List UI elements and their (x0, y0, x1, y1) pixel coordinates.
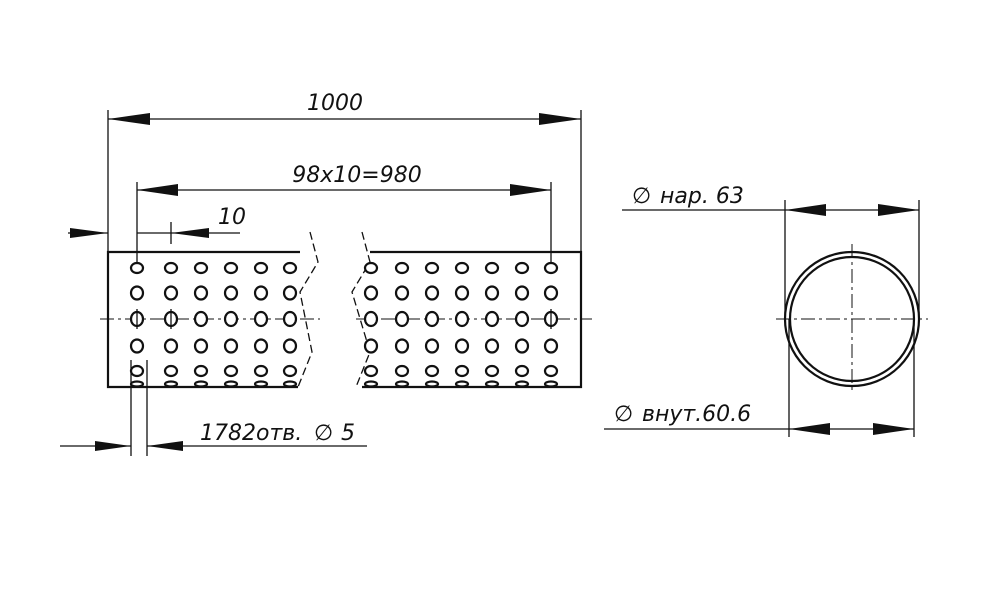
hole (363, 338, 379, 354)
hole (363, 364, 379, 378)
break-line-right (351, 231, 371, 388)
hole (424, 380, 440, 388)
hole-diameter-symbol: ∅ (314, 421, 333, 446)
outer-diameter-label: нар. 63 (660, 184, 744, 209)
hole (193, 338, 209, 354)
hole (424, 310, 440, 328)
break-line-left (297, 231, 319, 388)
edge-offset-dimension: 10 (68, 205, 246, 244)
hole (394, 364, 410, 378)
hole (253, 285, 269, 301)
hole (424, 338, 440, 354)
hole (394, 310, 410, 328)
overall-length-label: 1000 (307, 91, 363, 116)
hole (543, 338, 559, 354)
hole (282, 285, 298, 301)
hole (163, 338, 179, 354)
hole (223, 338, 239, 354)
hole (223, 285, 239, 301)
hole (282, 261, 298, 275)
hole (424, 364, 440, 378)
holes-count-label: 1782отв. (200, 421, 302, 446)
hole (129, 261, 145, 275)
hole (223, 380, 239, 388)
hole (129, 364, 145, 378)
hole-pitch-label: 98x10=980 (292, 163, 421, 188)
holes-note-dimension: 1782отв. ∅ 5 (60, 360, 367, 456)
hole (514, 380, 530, 388)
hole (163, 380, 179, 388)
hole (223, 310, 239, 328)
hole (514, 364, 530, 378)
hole (129, 338, 145, 354)
outer-diameter-symbol: ∅ (632, 184, 651, 209)
hole (454, 285, 470, 301)
edge-offset-label: 10 (218, 205, 246, 230)
pipe-front-view (100, 231, 592, 389)
hole (484, 310, 500, 328)
hole (253, 364, 269, 378)
hole (253, 310, 269, 328)
hole (253, 261, 269, 275)
hole (543, 380, 559, 388)
hole (253, 338, 269, 354)
hole (514, 285, 530, 301)
hole (454, 364, 470, 378)
hole (282, 338, 298, 354)
hole (394, 261, 410, 275)
perforation-holes (129, 261, 559, 388)
hole (394, 338, 410, 354)
hole (193, 310, 209, 328)
hole (394, 285, 410, 301)
hole (514, 338, 530, 354)
hole (424, 285, 440, 301)
hole (543, 364, 559, 378)
hole (514, 261, 530, 275)
hole (253, 380, 269, 388)
hole (193, 261, 209, 275)
hole (394, 380, 410, 388)
hole (484, 285, 500, 301)
hole (363, 285, 379, 301)
hole (282, 310, 298, 328)
hole (363, 380, 379, 388)
hole (129, 380, 145, 388)
hole (282, 364, 298, 378)
hole (484, 261, 500, 275)
outer-diameter-dimension: ∅ нар. 63 (622, 184, 920, 319)
hole (282, 380, 298, 388)
hole (454, 261, 470, 275)
hole (363, 310, 379, 328)
hole (193, 380, 209, 388)
hole-diameter-label: 5 (341, 421, 355, 446)
hole (163, 364, 179, 378)
hole (484, 338, 500, 354)
hole (484, 380, 500, 388)
hole (424, 261, 440, 275)
hole (193, 364, 209, 378)
hole (163, 261, 179, 275)
hole (454, 310, 470, 328)
hole (484, 364, 500, 378)
hole (163, 285, 179, 301)
hole (129, 285, 145, 301)
hole (454, 338, 470, 354)
hole-pitch-dimension: 98x10=980 (136, 163, 552, 262)
hole (543, 261, 559, 275)
hole (543, 285, 559, 301)
inner-diameter-label: внут.60.6 (642, 402, 751, 427)
overall-length-dimension: 1000 (107, 91, 582, 252)
inner-diameter-dimension: ∅ внут.60.6 (604, 319, 915, 437)
hole (514, 310, 530, 328)
pipe-cross-section (776, 244, 928, 394)
inner-diameter-symbol: ∅ (614, 402, 633, 427)
hole (223, 364, 239, 378)
hole (454, 380, 470, 388)
hole (363, 261, 379, 275)
hole (223, 261, 239, 275)
hole (193, 285, 209, 301)
